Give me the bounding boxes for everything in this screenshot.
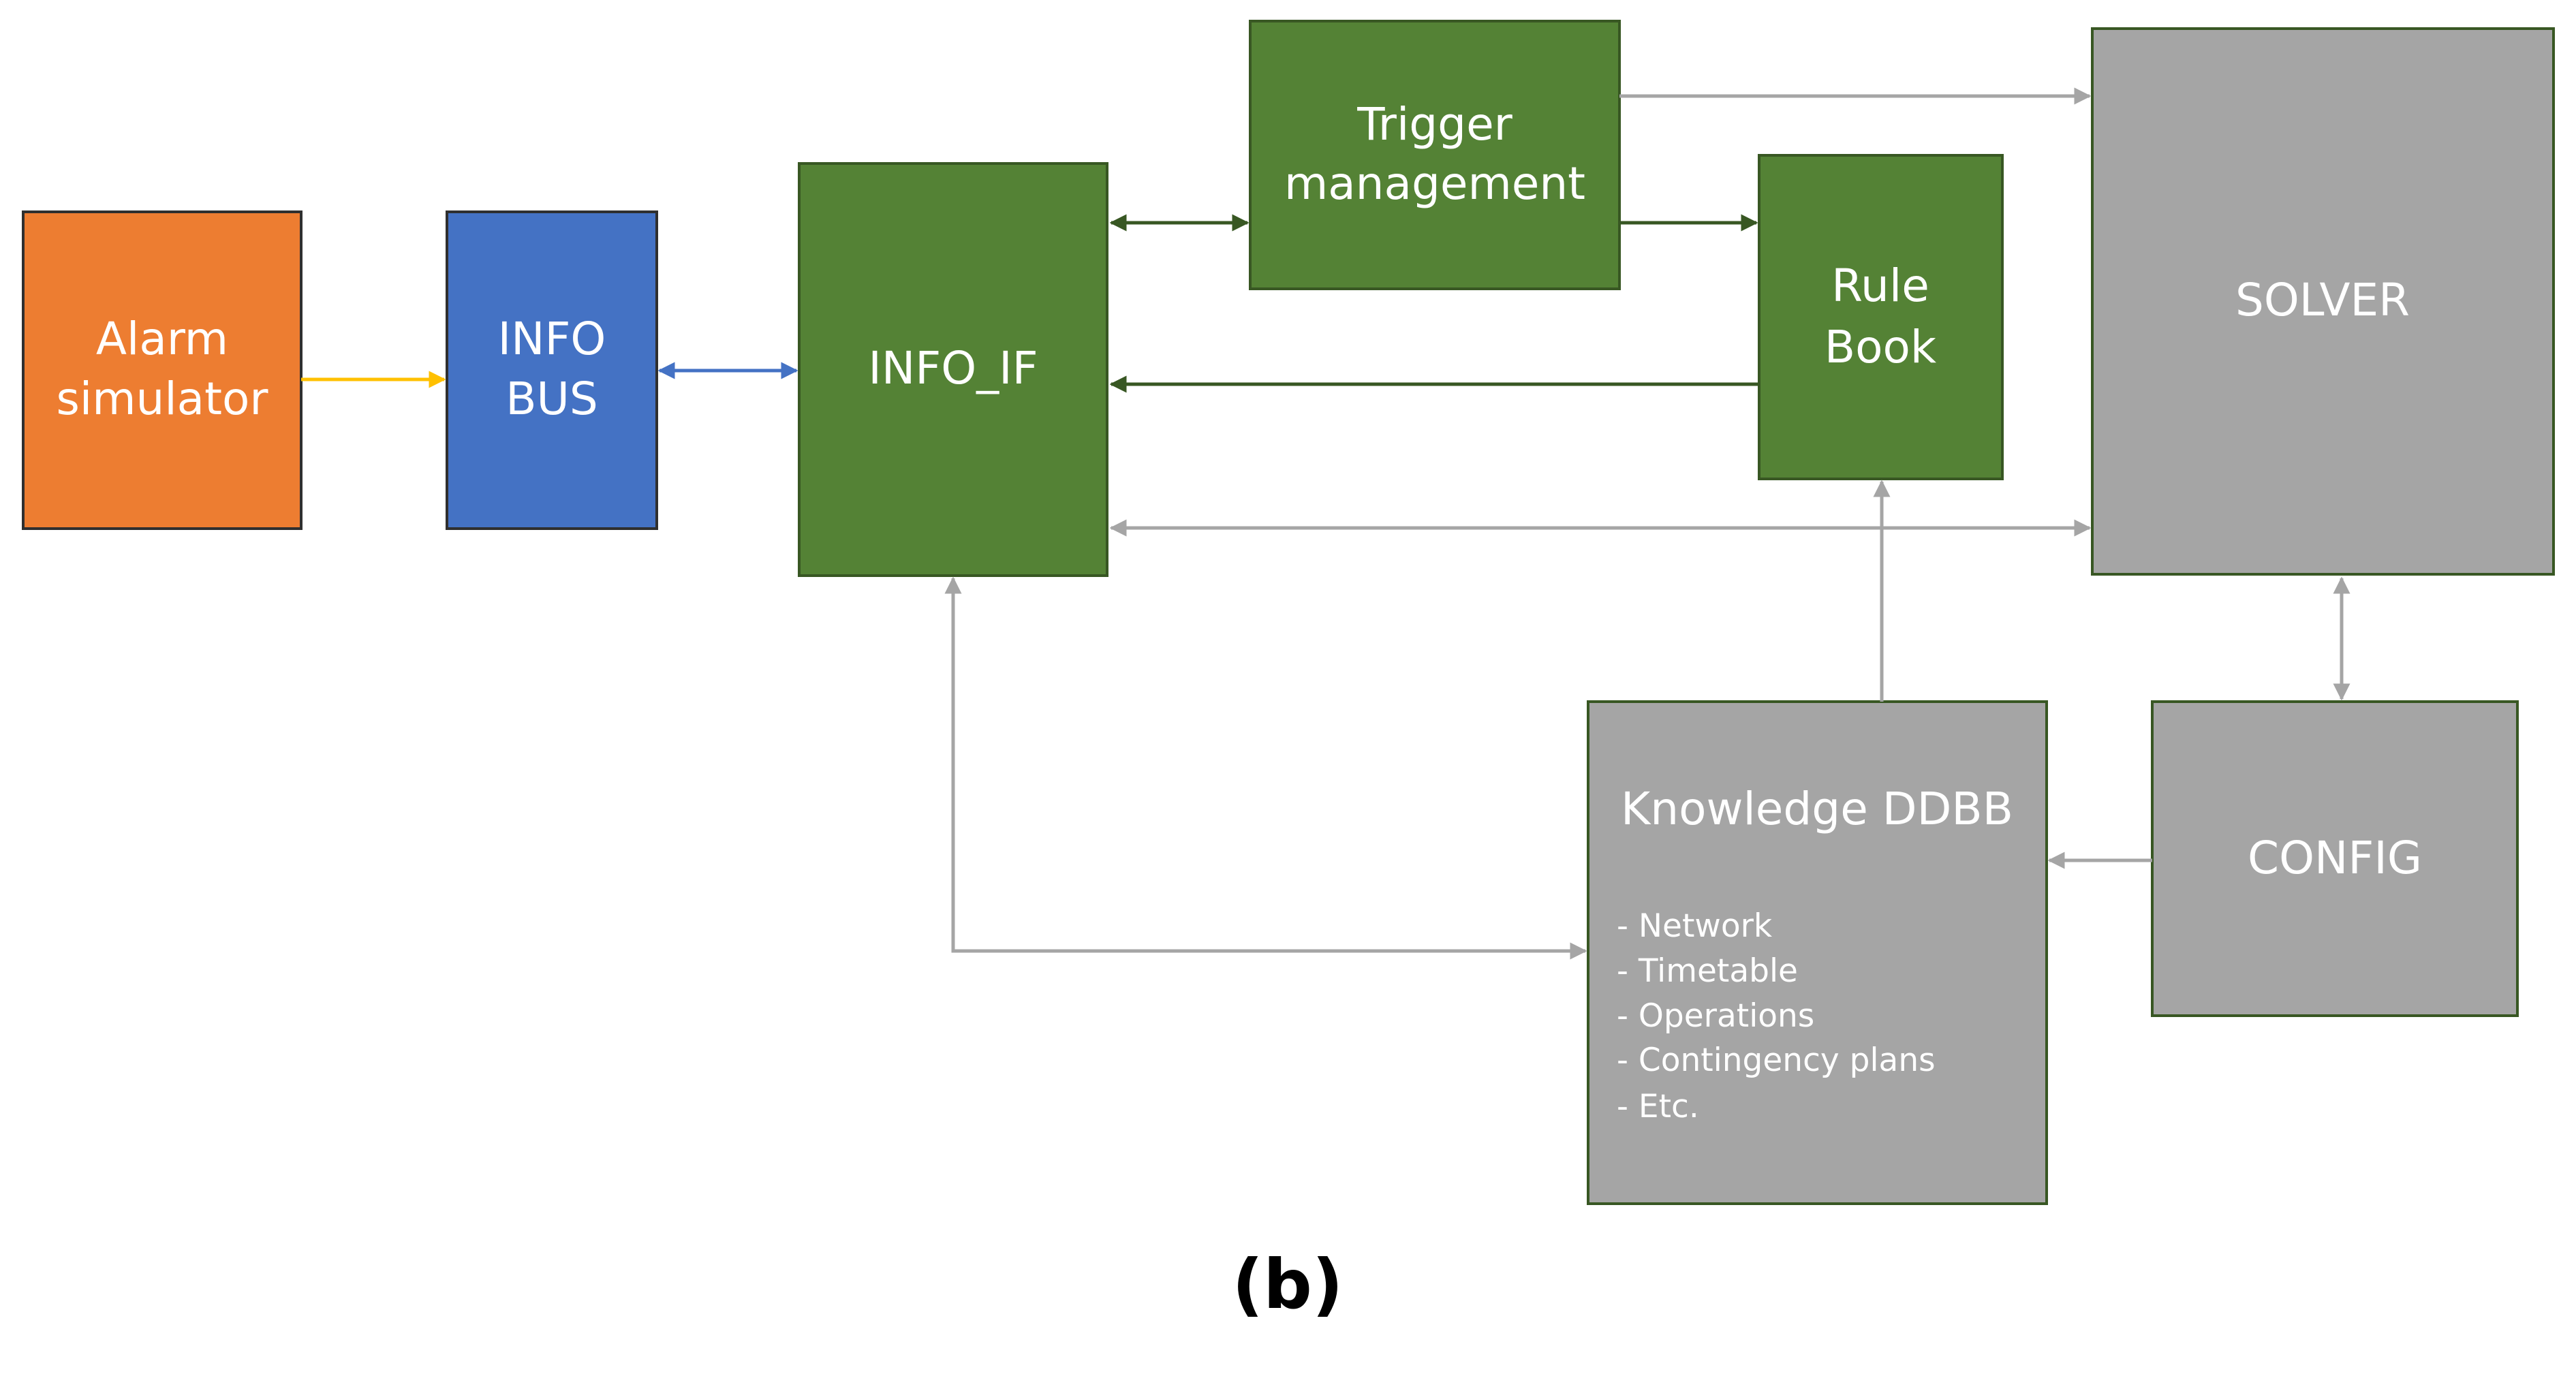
knowledge-ddbb-item: - Etc. <box>1617 1088 1699 1125</box>
trigger-management-node: Trigger management <box>1249 20 1621 290</box>
rule-book-node: Rule Book <box>1758 154 2004 480</box>
info-if-label: INFO_IF <box>868 342 1038 394</box>
config-node: CONFIG <box>2151 700 2519 1017</box>
alarm-simulator-label-line1: Alarm <box>96 313 228 365</box>
knowledge-ddbb-node: Knowledge DDBB - Network - Timetable - O… <box>1587 700 2048 1205</box>
rule-book-label-line1: Rule <box>1831 260 1929 312</box>
trigger-management-label-line2: management <box>1284 157 1585 210</box>
info-bus-label-line1: INFO <box>498 313 606 365</box>
solver-label: SOLVER <box>2235 274 2410 326</box>
arrow-infoif-knowledge <box>944 576 1587 960</box>
rule-book-label-line2: Book <box>1825 321 1937 373</box>
alarm-simulator-node: Alarm simulator <box>22 210 302 530</box>
knowledge-ddbb-title: Knowledge DDBB <box>1621 783 2013 835</box>
info-bus-node: INFO BUS <box>446 210 658 530</box>
solver-node: SOLVER <box>2091 27 2555 576</box>
knowledge-ddbb-item: - Contingency plans <box>1617 1042 1936 1079</box>
alarm-simulator-label-line2: simulator <box>56 373 268 425</box>
config-label: CONFIG <box>2248 832 2422 884</box>
info-bus-label-line2: BUS <box>506 373 598 425</box>
info-if-node: INFO_IF <box>798 162 1108 577</box>
knowledge-ddbb-item: - Network <box>1617 907 1773 945</box>
trigger-management-label-line1: Trigger <box>1356 98 1512 151</box>
knowledge-ddbb-item: - Operations <box>1617 997 1814 1035</box>
knowledge-ddbb-item: - Timetable <box>1617 952 1798 990</box>
figure-caption: (b) <box>1232 1245 1344 1324</box>
